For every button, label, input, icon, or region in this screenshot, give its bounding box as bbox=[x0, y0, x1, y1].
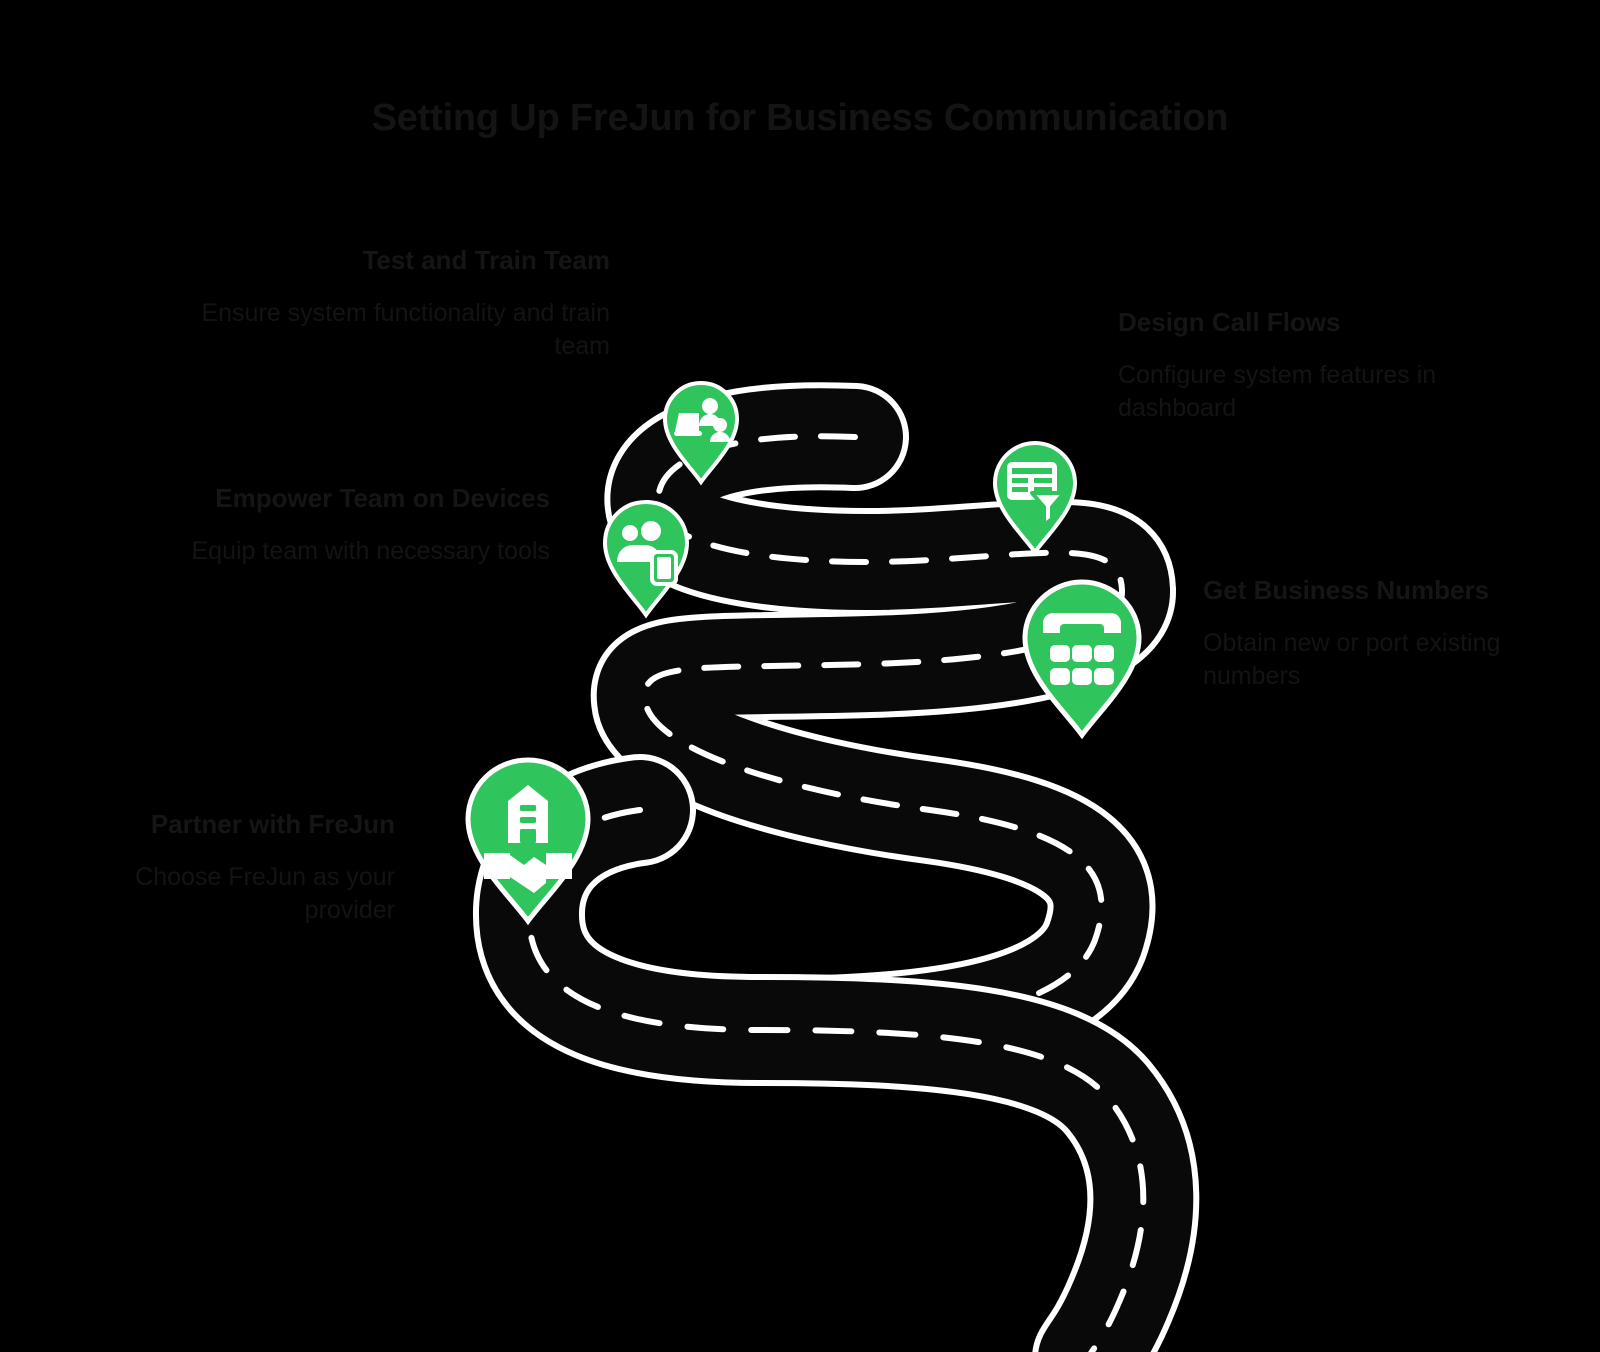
step-label-numbers: Get Business Numbers Obtain new or port … bbox=[1203, 574, 1598, 692]
step-description-empower: Equip team with necessary tools bbox=[191, 537, 550, 566]
step-description-test-train: Ensure system functionality and train te… bbox=[201, 299, 610, 360]
step-label-test-train: Test and Train Team Ensure system functi… bbox=[180, 244, 610, 362]
step-label-empower: Empower Team on Devices Equip team with … bbox=[160, 482, 550, 568]
step-heading-numbers: Get Business Numbers bbox=[1203, 575, 1490, 605]
step-label-design: Design Call Flows Configure system featu… bbox=[1118, 306, 1538, 424]
people-device-icon bbox=[617, 521, 678, 586]
building-handshake-icon bbox=[484, 785, 572, 893]
step-description-numbers: Obtain new or port existing numbers bbox=[1203, 629, 1501, 690]
step-description-partner: Choose FreJun as your provider bbox=[135, 863, 395, 924]
dialpad-phone-icon bbox=[1043, 613, 1121, 685]
step-heading-test-train: Test and Train Team bbox=[362, 245, 610, 275]
step-heading-empower: Empower Team on Devices bbox=[215, 483, 550, 513]
step-description-design: Configure system features in dashboard bbox=[1118, 361, 1437, 422]
table-filter-icon bbox=[1007, 462, 1066, 527]
page-title: Setting Up FreJun for Business Communica… bbox=[371, 97, 1229, 139]
training-laptop-people-icon bbox=[674, 398, 730, 442]
step-heading-partner: Partner with FreJun bbox=[150, 809, 395, 839]
step-label-partner: Partner with FreJun Choose FreJun as you… bbox=[40, 808, 395, 926]
step-heading-design: Design Call Flows bbox=[1118, 307, 1341, 337]
